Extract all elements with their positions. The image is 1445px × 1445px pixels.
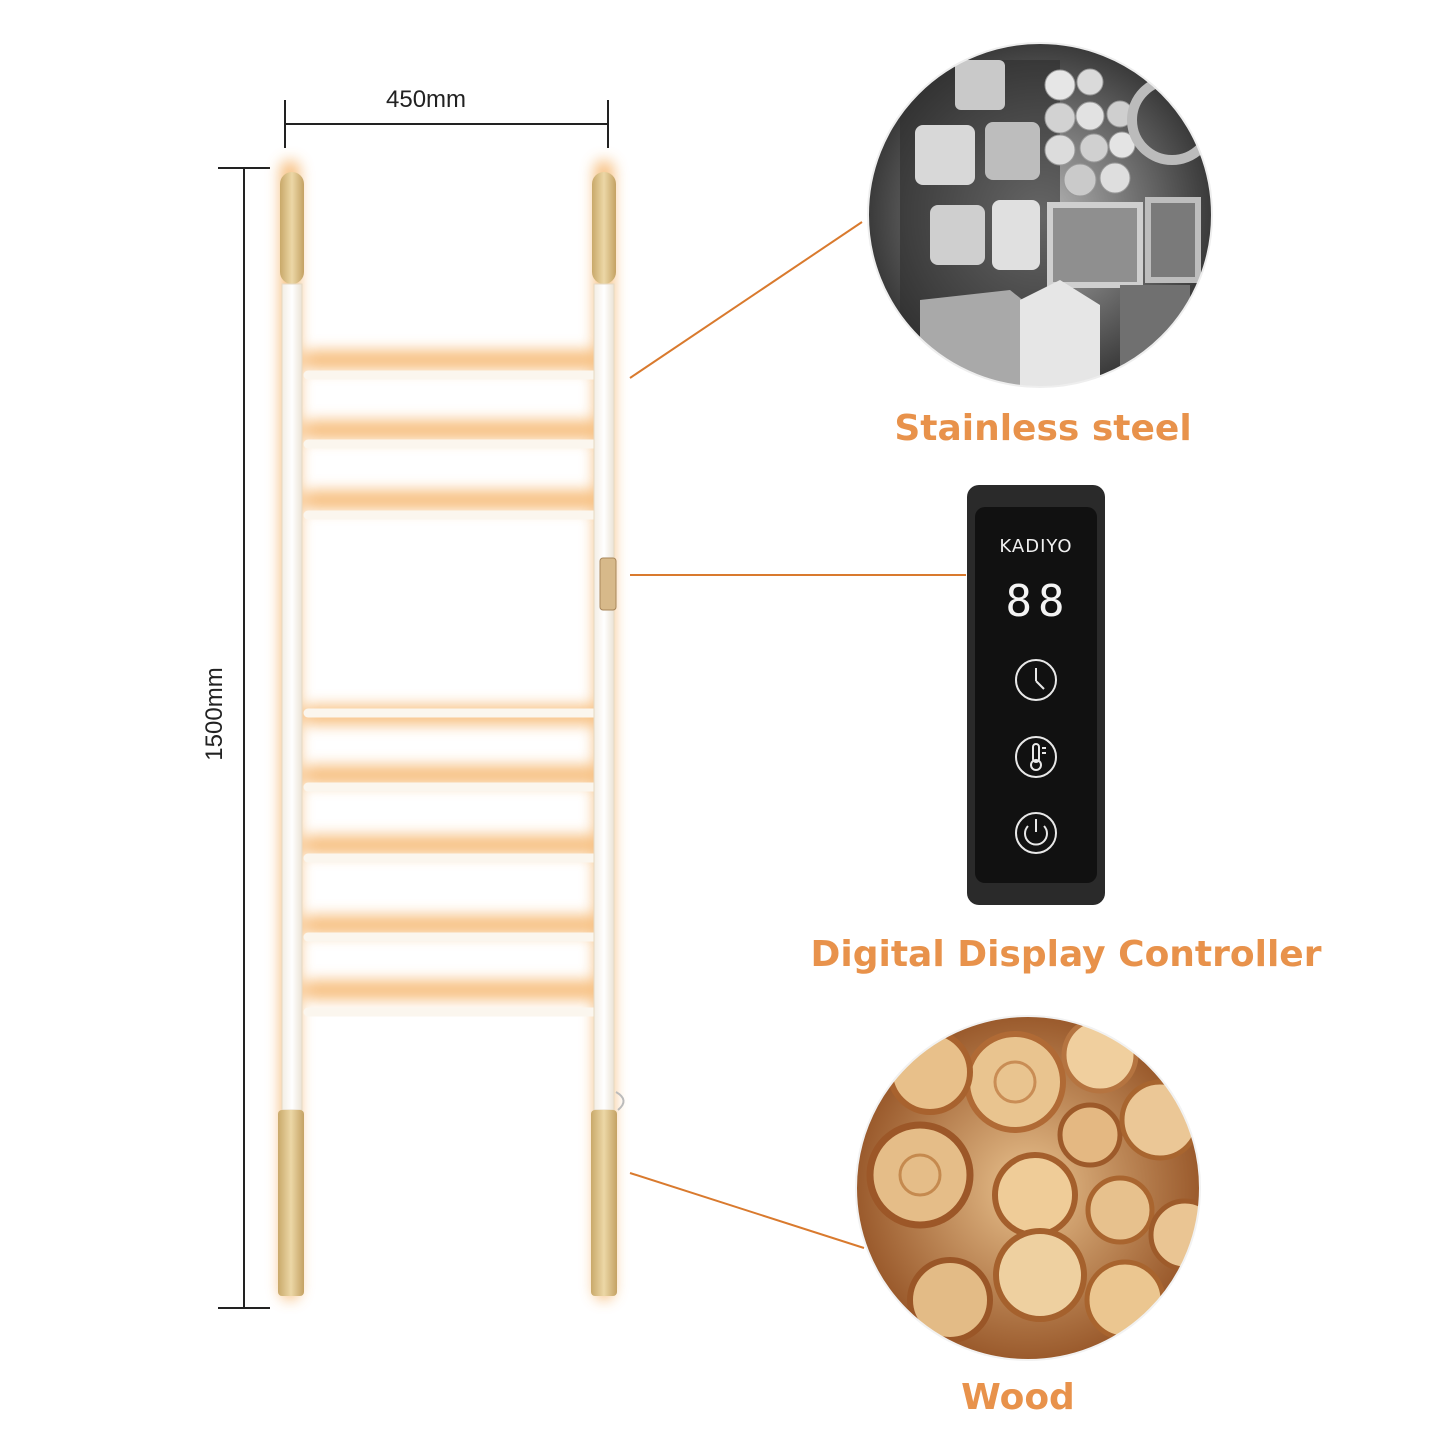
- power-icon: [1015, 812, 1057, 854]
- digital-display-controller-label: Digital Display Controller: [810, 934, 1322, 975]
- stainless-steel-image: [868, 43, 1212, 387]
- heat-glow: [280, 160, 614, 1300]
- wood-image: [856, 1016, 1200, 1360]
- thermometer-icon: [1015, 736, 1057, 778]
- right-pole: [591, 172, 625, 1296]
- steel-image-border: [867, 42, 1213, 388]
- mini-controller: [599, 557, 617, 611]
- height-dimension-label: 1500mm: [201, 667, 228, 761]
- ladder-rungs: [303, 370, 601, 1017]
- stainless-steel-label: Stainless steel: [894, 408, 1192, 449]
- height-dimension-line: [218, 167, 270, 1309]
- digital-controller: [967, 485, 1105, 905]
- controller-display: 88: [1005, 576, 1071, 627]
- width-dimension-label: 450mm: [386, 86, 467, 113]
- left-pole: [278, 172, 304, 1296]
- controller-brand: KADIYO: [999, 536, 1073, 557]
- leader-lines: [629, 221, 966, 1249]
- width-dimension-line: [284, 100, 609, 148]
- wood-image-border: [855, 1015, 1201, 1361]
- clock-icon: [1015, 659, 1057, 701]
- wood-label: Wood: [961, 1377, 1075, 1418]
